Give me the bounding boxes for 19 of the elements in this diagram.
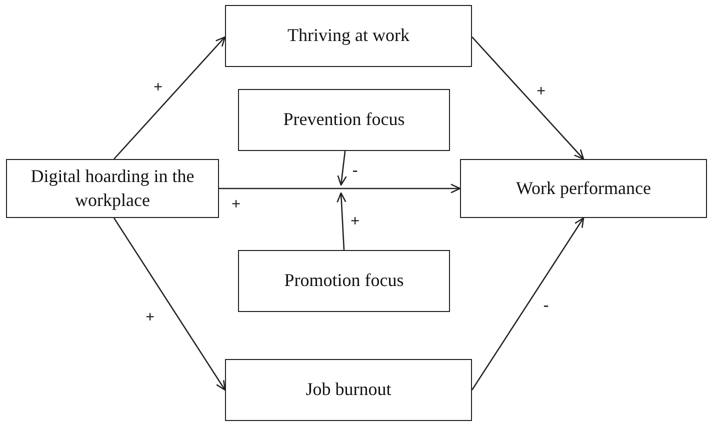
process-box — [238, 250, 450, 312]
arrow — [336, 192, 346, 250]
process-box — [225, 5, 472, 67]
arrow — [219, 184, 461, 194]
arrow — [337, 150, 347, 186]
arrow — [113, 218, 226, 391]
arrow — [114, 36, 226, 160]
process-box — [238, 89, 450, 151]
node-label: Digital hoarding in the workplace — [30, 165, 196, 212]
node-label: Thriving at work — [288, 24, 410, 48]
process-box — [6, 159, 219, 218]
process-box — [225, 359, 472, 421]
node-label: Prevention focus — [283, 108, 405, 132]
arrow — [471, 217, 584, 390]
arrow — [472, 36, 584, 160]
node-label: Promotion focus — [284, 269, 404, 292]
node-label: Work performance — [516, 176, 651, 200]
node-label: Job burnout — [306, 378, 392, 402]
process-box — [460, 159, 707, 218]
